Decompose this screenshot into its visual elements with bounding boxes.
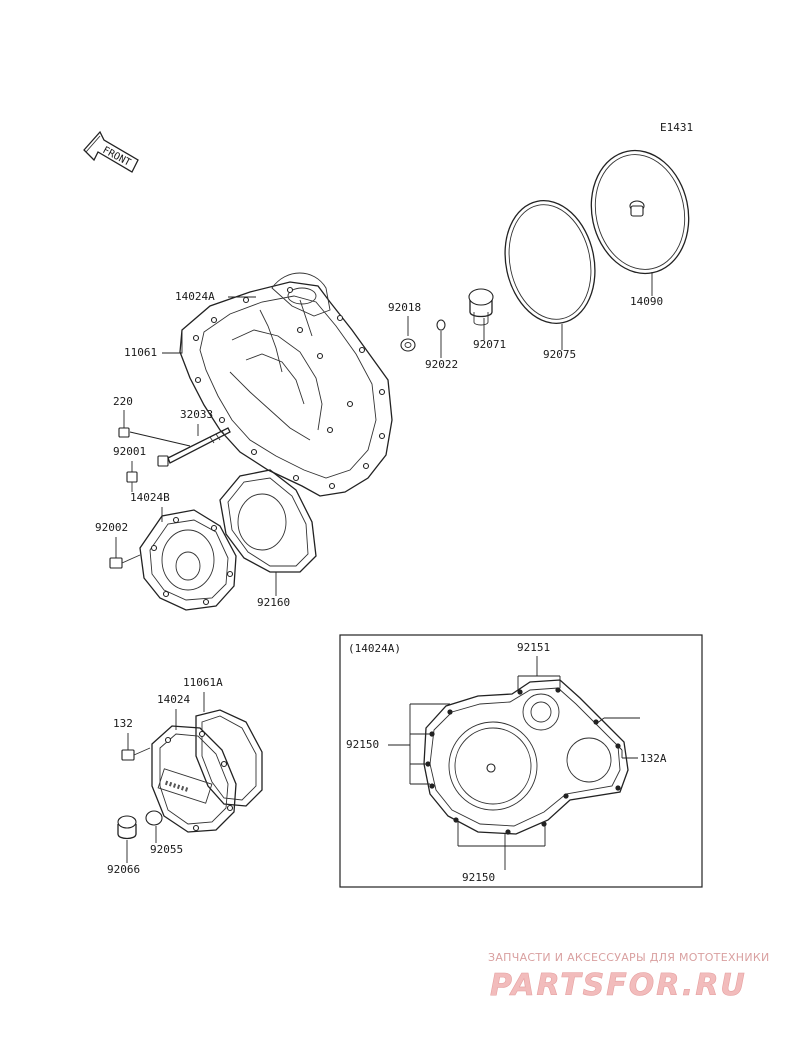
bolt-132-icon xyxy=(121,747,151,761)
plug-92071-icon xyxy=(468,288,494,326)
oring-92055-icon xyxy=(145,810,163,826)
watermark-brand: PARTSFOR.RU xyxy=(490,968,747,1003)
label-220: 220 xyxy=(113,395,133,408)
label-14024A: 14024A xyxy=(175,290,215,303)
gasket-11061A xyxy=(195,709,263,807)
label-92018: 92018 xyxy=(388,301,421,314)
front-arrow-icon: FRONT xyxy=(83,130,139,173)
gasket-92160 xyxy=(219,469,317,573)
cover-14024: ▮▮▮▮▮▮ xyxy=(151,725,237,833)
bolt-220-icon xyxy=(118,427,191,447)
oring-92022-icon xyxy=(436,319,446,331)
bolt-92001-icon xyxy=(126,471,138,492)
label-92022: 92022 xyxy=(425,358,458,371)
label-92150-bottom: 92150 xyxy=(462,871,495,884)
bolt-92002-icon xyxy=(109,554,141,569)
inset-title: (14024A) xyxy=(348,642,401,655)
inset-box xyxy=(339,634,703,888)
washer-92018-icon xyxy=(400,338,416,352)
inset-cover-14024A xyxy=(423,679,629,835)
label-92002: 92002 xyxy=(95,521,128,534)
diagram-code: E1431 xyxy=(660,121,693,134)
label-92075: 92075 xyxy=(543,348,576,361)
cap-14090-icon xyxy=(590,149,690,275)
long-bolt-32033-icon xyxy=(157,427,231,467)
front-label: FRONT xyxy=(101,145,133,169)
label-11061: 11061 xyxy=(124,346,157,359)
label-92071: 92071 xyxy=(473,338,506,351)
label-92055: 92055 xyxy=(150,843,183,856)
label-132A: 132A xyxy=(640,752,667,765)
label-14024: 14024 xyxy=(157,693,190,706)
label-92066: 92066 xyxy=(107,863,140,876)
oring-92075-icon xyxy=(504,200,596,324)
label-132: 132 xyxy=(113,717,133,730)
label-92151: 92151 xyxy=(517,641,550,654)
label-11061A: 11061A xyxy=(183,676,223,689)
label-92160: 92160 xyxy=(257,596,290,609)
label-32033: 32033 xyxy=(180,408,213,421)
label-92001: 92001 xyxy=(113,445,146,458)
plug-92066-icon xyxy=(117,815,137,840)
label-14024B: 14024B xyxy=(130,491,170,504)
label-14090: 14090 xyxy=(630,295,663,308)
watermark-tagline: ЗАПЧАСТИ И АКСЕССУАРЫ ДЛЯ МОТОТЕХНИКИ xyxy=(488,951,770,964)
cover-14024B xyxy=(139,509,237,611)
clutch-cover-11061 xyxy=(179,272,393,497)
brand-plate-icon: ▮▮▮▮▮▮ xyxy=(163,778,190,793)
label-92150-left: 92150 xyxy=(346,738,379,751)
